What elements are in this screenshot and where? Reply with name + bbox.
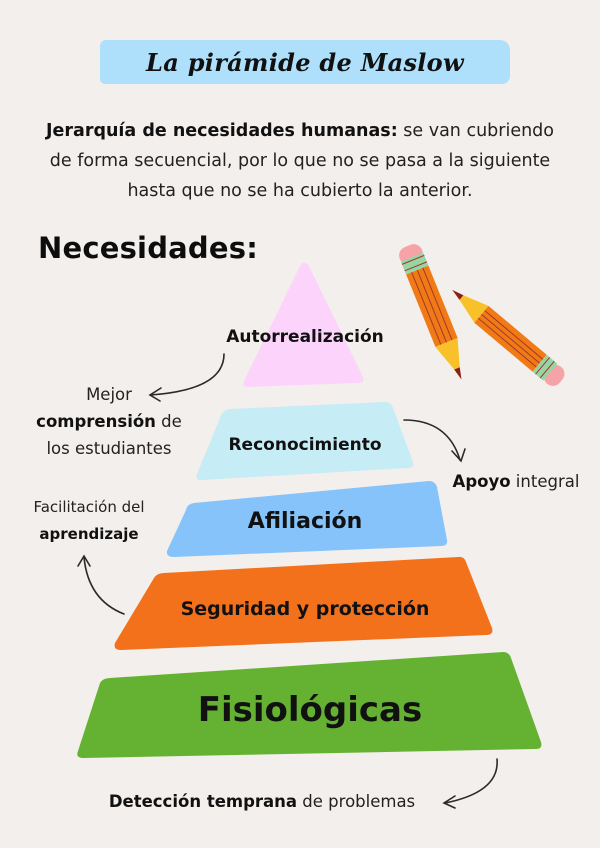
curved-arrow-icon: [83, 556, 125, 615]
note-comprension-line1: Mejor: [86, 385, 132, 404]
intro-line3: hasta que no se ha cubierto la anterior.: [127, 181, 473, 201]
curved-arrow-icon: [444, 758, 498, 804]
note-comprension: Mejor comprensión de los estudiantes: [14, 381, 204, 462]
level-label-fisiologicas: Fisiológicas: [197, 690, 423, 730]
level-label-autorrealizacion: Autorrealización: [226, 327, 384, 347]
pyramid-level-seguridad: [114, 556, 493, 650]
note-comprension-bold: comprensión: [36, 412, 156, 431]
arrowhead-icon: [148, 387, 162, 402]
note-comprension-rest: de: [155, 412, 182, 431]
note-facilitacion: Facilitación del aprendizaje: [14, 494, 164, 548]
intro-bold: Jerarquía de necesidades humanas:: [46, 121, 398, 141]
intro-paragraph: Jerarquía de necesidades humanas: se van…: [20, 116, 580, 206]
note-deteccion-bold: Detección temprana: [108, 792, 298, 811]
note-facilitacion-bold: aprendizaje: [39, 525, 139, 543]
note-facilitacion-line1: Facilitación del: [33, 498, 145, 516]
pyramid-level-reconocimiento: [196, 402, 414, 481]
pyramid-level-autorrealizacion: [243, 262, 364, 387]
title-highlight: [100, 40, 510, 84]
needs-heading: Necesidades:: [38, 231, 259, 265]
arrowhead-icon: [442, 795, 456, 809]
arrowhead-icon: [451, 448, 466, 463]
level-label-seguridad: Seguridad y protección: [180, 598, 430, 620]
level-label-afiliacion: Afiliación: [247, 508, 363, 534]
pencil-icon: [399, 244, 462, 380]
intro-line1: se van cubriendo: [397, 121, 554, 141]
curved-arrow-icon: [149, 353, 225, 396]
pencil-icon: [452, 289, 565, 386]
note-comprension-line3: los estudiantes: [46, 439, 172, 458]
note-apoyo: Apoyo integral: [436, 468, 596, 495]
pyramid-level-afiliacion: [166, 481, 448, 557]
note-apoyo-bold: Apoyo: [452, 472, 511, 491]
pyramid-level-fisiologicas: [77, 652, 542, 758]
note-deteccion-rest: de problemas: [297, 792, 416, 811]
curved-arrow-icon: [403, 419, 461, 461]
page-title: La pirámide de Maslow: [146, 47, 464, 77]
intro-line2: de forma secuencial, por lo que no se pa…: [49, 151, 551, 171]
note-deteccion: Detección temprana de problemas: [82, 788, 442, 815]
level-label-reconocimiento: Reconocimiento: [228, 435, 382, 455]
note-apoyo-rest: integral: [510, 472, 580, 491]
arrowhead-icon: [77, 554, 91, 567]
